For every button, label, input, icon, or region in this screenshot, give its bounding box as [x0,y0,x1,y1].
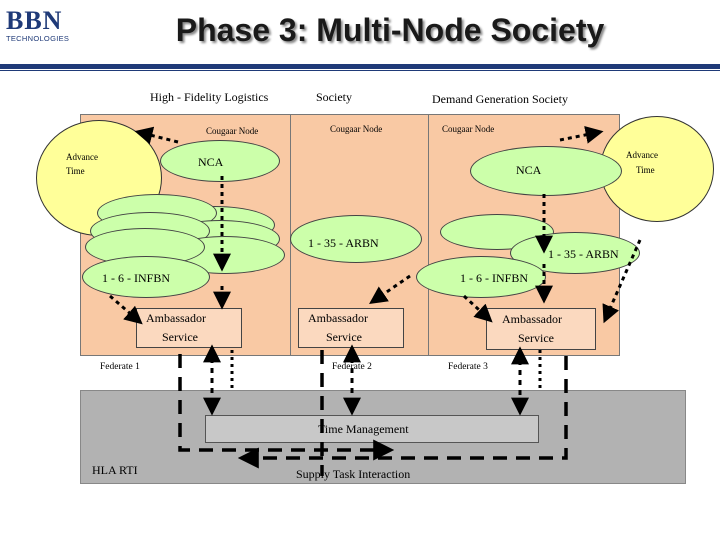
logo-main-text: BBN [6,6,63,35]
society-title-left: High - Fidelity Logistics [150,90,269,104]
arbn-node-middle [290,215,422,263]
arrow-cougaar-to-advance-left [134,126,179,145]
society-title-middle: Society [316,90,352,104]
nca-right-label: NCA [516,163,542,177]
arrow-fed3-supply [237,356,568,469]
slide-title: Phase 3: Multi-Node Society [175,12,605,48]
ambassador-left-line1: Ambassador [146,311,206,325]
arrow-fed1-supply [178,354,395,461]
ambassador-service-box-middle [298,308,404,348]
ambassador-left-line2: Service [162,330,198,344]
title-divider [0,64,720,69]
arrow-right-infbn-to-ambassador [462,294,493,323]
federate-3-label: Federate 3 [448,362,488,372]
ambassador-service-box-left [136,308,242,348]
arbn-middle-label: 1 - 35 - ARBN [308,236,379,250]
ambassador-middle-line2: Service [326,330,362,344]
arrow-right-advance-link [602,239,642,324]
society-title-right: Demand Generation Society [432,92,568,106]
ambassador-right-line1: Ambassador [502,312,562,326]
logo-sub-text: TECHNOLOGIES [6,34,70,43]
advance-time-right-line1: Advance [626,150,658,160]
infbn-left-label: 1 - 6 - INFBN [102,271,170,285]
infbn-middle-label: 1 - 6 - INFBN [460,271,528,285]
cougaar-node-left: Cougaar Node [206,126,259,136]
federate-1-label: Federate 1 [100,362,140,372]
time-management-box [205,415,539,443]
arrow-infbn-left-diag [109,294,143,325]
arbn-right-label: 1 - 35 - ARBN [548,247,619,261]
hla-rti-label: HLA RTI [92,463,138,477]
arrow-middle-infbn-to-ambassador [369,274,411,305]
nca-left-label: NCA [198,155,224,169]
supply-task-label: Supply Task Interaction [296,467,411,481]
nca-node-left [160,140,280,182]
arrow-cougaar-to-advance-right [559,125,604,144]
infbn-node-left [82,256,210,298]
title-divider-thin [0,70,720,71]
advance-time-right-line2: Time [636,165,655,175]
ambassador-service-box-right [486,308,596,350]
cougaar-node-middle: Cougaar Node [330,124,383,134]
cougaar-node-right: Cougaar Node [442,124,495,134]
advance-time-left-line1: Advance [66,152,98,162]
bbn-logo: BBN TECHNOLOGIES [6,6,70,43]
ambassador-middle-line1: Ambassador [308,311,368,325]
advance-time-left-line2: Time [66,166,85,176]
time-management-label: Time Management [318,422,409,436]
infbn-node-middle [416,256,546,298]
ambassador-right-line2: Service [518,331,554,345]
nca-node-right [470,146,622,196]
